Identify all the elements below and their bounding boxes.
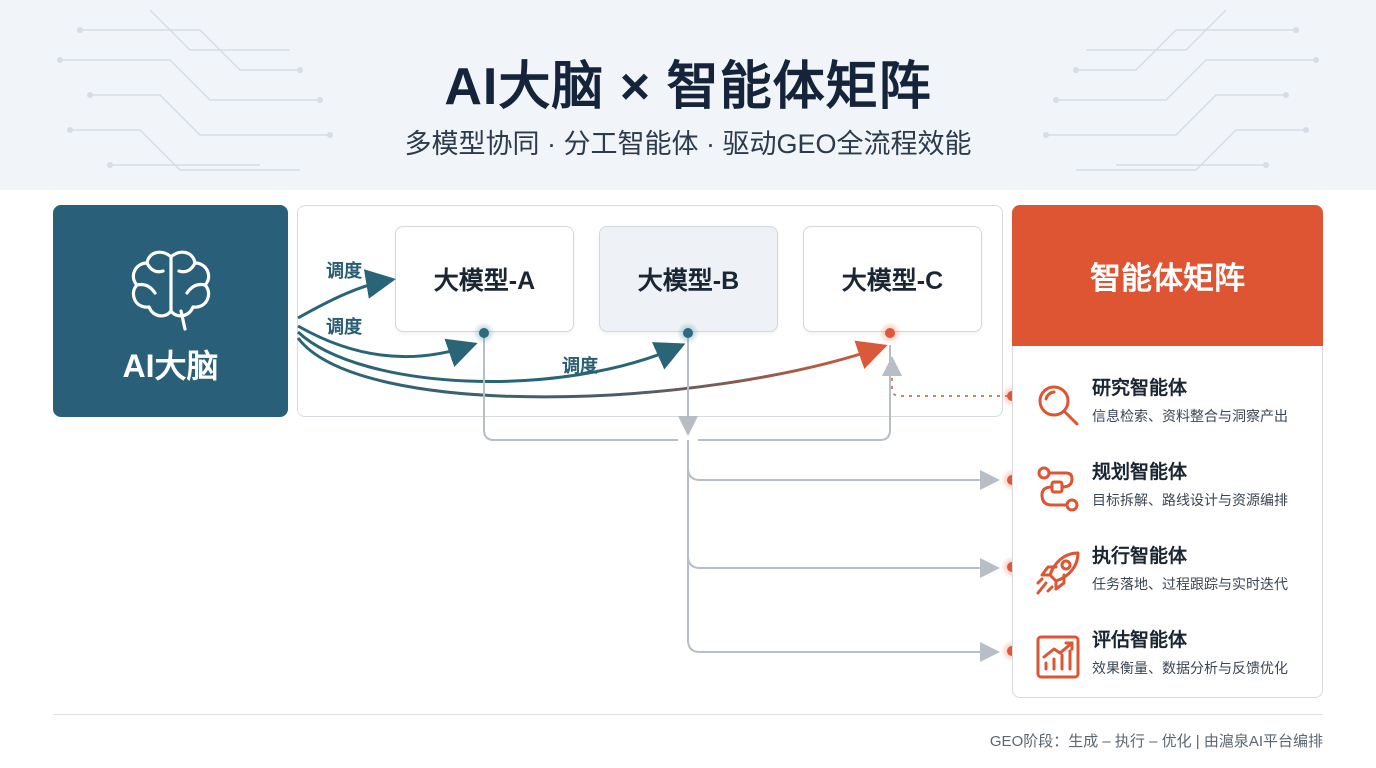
dispatch-label-2: 调度 (326, 317, 362, 337)
agent-evaluation-desc: 效果衡量、数据分析与反馈优化 (1092, 660, 1288, 676)
agent-planning: 规划智能体 目标拆解、路线设计与资源编排 (1030, 457, 1320, 527)
agent-evaluation: 评估智能体 效果衡量、数据分析与反馈优化 (1030, 625, 1320, 695)
agent-evaluation-name: 评估智能体 (1092, 630, 1188, 651)
agent-execution-desc: 任务落地、过程跟踪与实时迭代 (1092, 576, 1288, 592)
agent-matrix-header: 智能体矩阵 (1012, 205, 1323, 346)
agent-research-name: 研究智能体 (1092, 378, 1188, 399)
agent-planning-desc: 目标拆解、路线设计与资源编排 (1092, 492, 1288, 508)
agent-planning-name: 规划智能体 (1092, 462, 1188, 483)
agent-execution-name: 执行智能体 (1092, 546, 1188, 567)
ai-brain-label: AI大脑 (122, 348, 219, 384)
dispatch-arrow-2 (297, 324, 478, 368)
model-b-card: 大模型-B (599, 226, 778, 332)
page-title: AI大脑 × 智能体矩阵 (444, 58, 932, 116)
dispatch-arrow-3 (296, 330, 686, 383)
dispatch-label-3: 调度 (562, 356, 598, 376)
footer-divider (53, 714, 1323, 715)
agent-matrix-title: 智能体矩阵 (1090, 261, 1245, 296)
route-icon (1037, 466, 1079, 512)
dispatch-arrow-1 (297, 269, 396, 320)
circuit-background-decoration (57, 9, 1319, 171)
header-banner: AI大脑 × 智能体矩阵 多模型协同 · 分工智能体 · 驱动GEO全流程效能 (0, 0, 1376, 190)
model-c-label: 大模型-C (841, 267, 944, 295)
page-subtitle: 多模型协同 · 分工智能体 · 驱动GEO全流程效能 (404, 129, 972, 159)
brain-icon (131, 250, 211, 331)
model-c-card: 大模型-C (803, 226, 982, 332)
chart-icon (1036, 635, 1080, 679)
ai-brain-box: AI大脑 (53, 205, 288, 417)
footer-caption: GEO阶段：生成 – 执行 – 优化 | 由滬泉AI平台编排 (989, 733, 1323, 750)
dispatch-label-1: 调度 (326, 261, 362, 281)
model-a-label: 大模型-A (433, 267, 536, 295)
model-b-label: 大模型-B (637, 267, 740, 295)
agent-execution: 执行智能体 任务落地、过程跟踪与实时迭代 (1030, 541, 1320, 611)
dispatch-arrow-4 (296, 337, 888, 399)
agent-research: 研究智能体 信息检索、资料整合与洞察产出 (1030, 373, 1320, 443)
agent-research-desc: 信息检索、资料整合与洞察产出 (1092, 408, 1288, 424)
rocket-icon (1036, 551, 1080, 595)
magnifier-icon (1038, 385, 1079, 426)
